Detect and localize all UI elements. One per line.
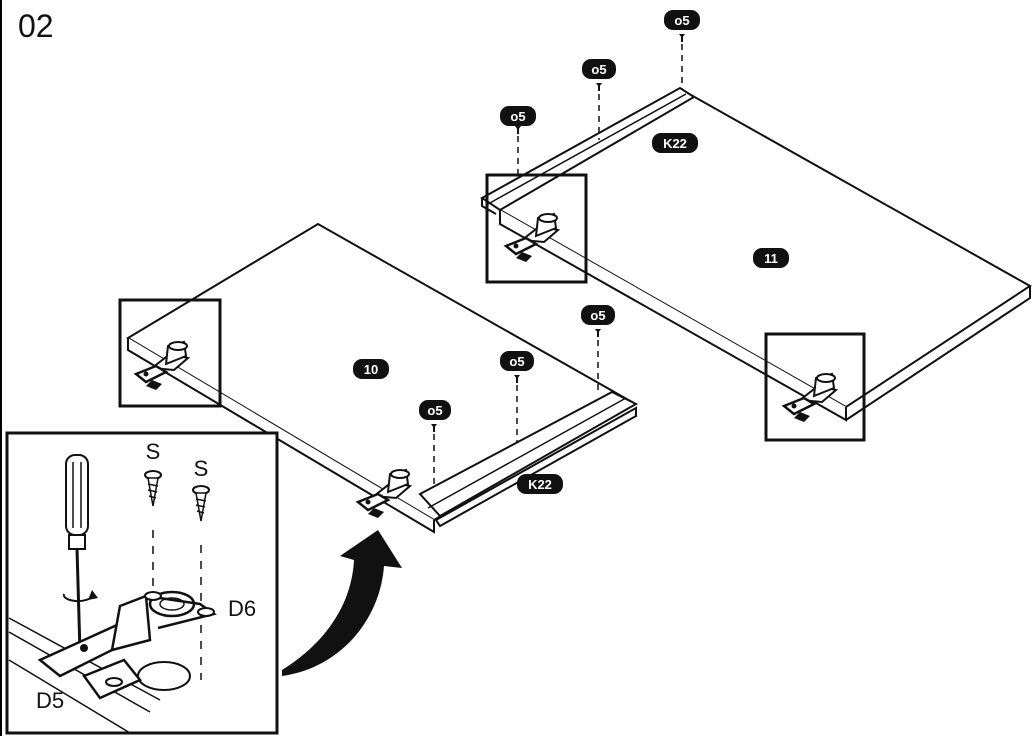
fastener-badge: o5 bbox=[500, 351, 534, 371]
svg-text:o5: o5 bbox=[674, 13, 689, 28]
svg-text:11: 11 bbox=[764, 251, 778, 266]
screw-icon bbox=[595, 82, 603, 92]
step-number: 02 bbox=[18, 8, 54, 44]
curved-arrow-icon bbox=[282, 530, 402, 676]
screw-guides bbox=[433, 44, 683, 488]
panel-number-badge: 11 bbox=[753, 248, 789, 268]
fastener-badge: o5 bbox=[581, 305, 615, 325]
screw-label: S bbox=[194, 456, 209, 481]
detail-inset: S S D6 D5 bbox=[5, 431, 279, 735]
svg-text:10: 10 bbox=[364, 362, 378, 377]
hinge-icon bbox=[37, 590, 217, 700]
fastener-badge: o5 bbox=[664, 10, 700, 30]
screw-icon bbox=[192, 485, 210, 522]
hinge-detail-box bbox=[764, 332, 866, 442]
screw-icon bbox=[514, 125, 522, 135]
fastener-badge: o5 bbox=[419, 400, 451, 420]
profile-badge: K22 bbox=[517, 474, 563, 494]
hinge-plate-label: D5 bbox=[36, 688, 64, 713]
fastener-badge: o5 bbox=[500, 106, 536, 126]
svg-text:o5: o5 bbox=[590, 308, 605, 323]
panel-number-badge: 10 bbox=[353, 359, 389, 379]
screw-label: S bbox=[146, 439, 161, 464]
svg-text:K22: K22 bbox=[663, 136, 687, 151]
svg-text:o5: o5 bbox=[591, 62, 606, 77]
profile-badge: K22 bbox=[652, 133, 698, 153]
screw-icon bbox=[678, 33, 686, 43]
fastener-badge: o5 bbox=[582, 59, 616, 79]
page-border bbox=[0, 0, 2, 736]
hinge-cup-label: D6 bbox=[228, 596, 256, 621]
hinge-detail-box bbox=[118, 298, 222, 408]
svg-text:o5: o5 bbox=[510, 109, 525, 124]
screw-icon bbox=[594, 328, 602, 338]
svg-text:K22: K22 bbox=[528, 477, 552, 492]
screw-icon bbox=[144, 470, 162, 507]
svg-text:o5: o5 bbox=[427, 403, 442, 418]
svg-text:o5: o5 bbox=[509, 354, 524, 369]
hinge-detail-box bbox=[485, 173, 588, 284]
